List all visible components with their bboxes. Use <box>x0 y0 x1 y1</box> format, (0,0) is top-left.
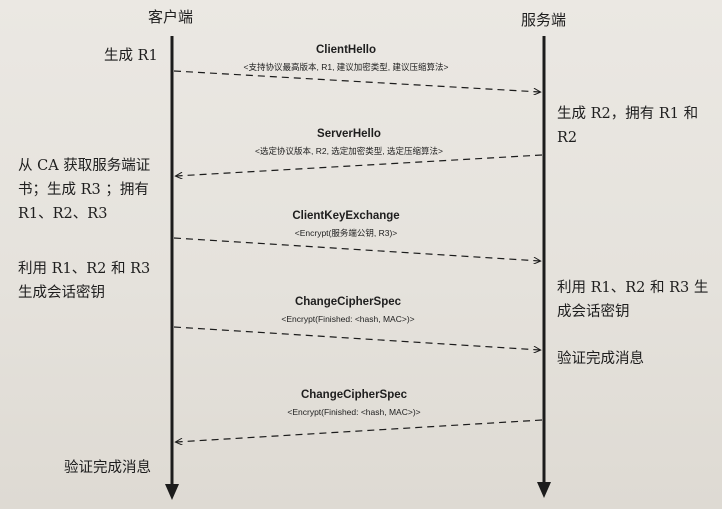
server-change-cipher-spec-params: <Encrypt(Finished: <hash, MAC>)> <box>287 407 421 417</box>
server-hello-title: ServerHello <box>317 128 381 140</box>
client-hello-params: <支持协议最高版本, R1, 建议加密类型, 建议压缩算法> <box>243 62 449 72</box>
client-lifeline-arrowhead <box>165 484 179 500</box>
client-key-exchange-title: ClientKeyExchange <box>292 210 400 222</box>
client-hello-title: ClientHello <box>315 44 377 56</box>
client-generate-r1-note: 生成 R1 <box>104 48 158 64</box>
client-change-cipher-spec-params: <Encrypt(Finished: <hash, MAC>)> <box>281 314 415 324</box>
server-lifeline-arrowhead <box>537 482 551 498</box>
client-key-exchange-params: <Encrypt(服务端公钥, R3)> <box>294 228 398 238</box>
client-session-key-note: 利用 R1、R2 和 R3 生成会话密钥 <box>18 261 151 301</box>
server-session-key-note: 利用 R1、R2 和 R3 生成会话密钥 <box>557 280 709 320</box>
client-actor-label: 客户端 <box>148 8 194 26</box>
server-change-cipher-spec-arrow <box>176 419 543 442</box>
client-hello-arrow <box>173 70 540 92</box>
server-generate-r2-note: 生成 R2，拥有 R1 和 R2 <box>557 106 699 146</box>
client-change-cipher-spec-title: ChangeCipherSpec <box>294 296 402 308</box>
server-hello-params: <选定协议版本, R2, 选定加密类型, 选定压缩算法> <box>255 146 443 156</box>
client-change-cipher-spec-arrow <box>173 326 540 350</box>
server-change-cipher-spec-title: ChangeCipherSpec <box>300 389 408 401</box>
server-verify-note: 验证完成消息 <box>557 351 644 367</box>
client-key-exchange-arrow <box>173 237 540 261</box>
server-hello-arrow <box>176 154 543 176</box>
client-get-cert-note: 从 CA 获取服务端证书；生成 R3 ；拥有 R1、R2、R3 <box>18 158 151 222</box>
server-actor-label: 服务端 <box>521 11 567 29</box>
client-verify-note: 验证完成消息 <box>64 460 151 476</box>
